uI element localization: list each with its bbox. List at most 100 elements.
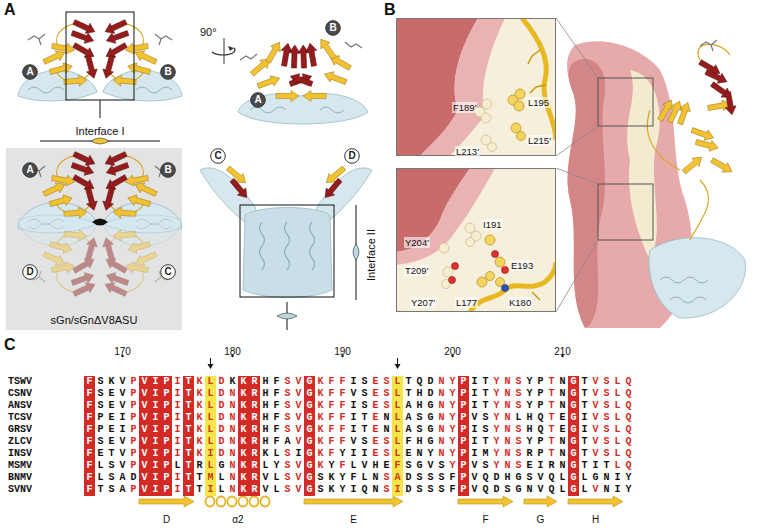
secondary-structure-part-part bbox=[239, 497, 248, 507]
residue: L bbox=[612, 400, 623, 412]
residue: F bbox=[392, 460, 403, 472]
residue: S bbox=[359, 436, 370, 448]
residue-label: I191 bbox=[482, 219, 503, 230]
chain-label: A bbox=[26, 66, 33, 78]
residue: A bbox=[392, 472, 403, 484]
chain-label: C bbox=[164, 266, 171, 278]
sequence-row-box: FSKVPVIPITKLDKKRHFSVGKFFISESLTQDNYPITYNS… bbox=[84, 370, 634, 388]
residue: K bbox=[106, 376, 117, 388]
residue: V bbox=[139, 388, 150, 400]
residue: N bbox=[502, 400, 513, 412]
zoom-inset-top-part bbox=[508, 89, 526, 141]
surface-structure-part-part bbox=[723, 91, 738, 116]
residue: E bbox=[524, 460, 535, 472]
residue: T bbox=[579, 376, 590, 388]
residue: V bbox=[469, 472, 480, 484]
residue: P bbox=[458, 412, 469, 424]
residue: D bbox=[403, 484, 414, 496]
residue: V bbox=[293, 460, 304, 472]
secondary-structure bbox=[139, 496, 623, 507]
residue: L bbox=[205, 400, 216, 412]
surface-structure-part bbox=[568, 59, 606, 328]
virus-name: BNMV bbox=[8, 472, 32, 483]
residue: T bbox=[183, 460, 194, 472]
residue: P bbox=[535, 436, 546, 448]
residue: Y bbox=[326, 460, 337, 472]
residue: S bbox=[601, 388, 612, 400]
residue: L bbox=[612, 376, 623, 388]
residue: L bbox=[95, 460, 106, 472]
rotated-view-part-part bbox=[288, 71, 313, 89]
residue: V bbox=[590, 400, 601, 412]
residue-label: E193 bbox=[510, 260, 534, 271]
tetramer-view bbox=[6, 148, 182, 330]
residue: V bbox=[260, 484, 271, 496]
residue: F bbox=[326, 424, 337, 436]
residue: L bbox=[205, 412, 216, 424]
residue: Q bbox=[535, 412, 546, 424]
residue: T bbox=[579, 448, 590, 460]
residue: I bbox=[150, 376, 161, 388]
residue: E bbox=[106, 388, 117, 400]
virus-name: TSWV bbox=[8, 376, 32, 387]
rotated-view-part-part bbox=[316, 36, 338, 61]
zoom-inset-bottom-part-part bbox=[443, 267, 453, 277]
residue: Q bbox=[623, 448, 634, 460]
residue: F bbox=[84, 448, 95, 460]
residue: Y bbox=[491, 424, 502, 436]
secondary-structure-part-part bbox=[206, 497, 215, 507]
residue: K bbox=[194, 412, 205, 424]
residue: Y bbox=[271, 460, 282, 472]
residue: P bbox=[161, 460, 172, 472]
residue: L bbox=[271, 472, 282, 484]
residue: L bbox=[205, 436, 216, 448]
structure-label: H bbox=[592, 514, 599, 525]
surface-structure-part-part bbox=[675, 101, 693, 126]
residue: P bbox=[161, 388, 172, 400]
residue: S bbox=[381, 400, 392, 412]
virus-name: CSNV bbox=[8, 388, 32, 399]
tetramer-view-part bbox=[6, 148, 182, 330]
zoom-inset-bottom-part-part bbox=[495, 257, 505, 267]
residue: G bbox=[425, 400, 436, 412]
residue: I bbox=[469, 400, 480, 412]
residue: D bbox=[491, 484, 502, 496]
residue: S bbox=[414, 472, 425, 484]
residue: F bbox=[326, 448, 337, 460]
side-view-part bbox=[240, 205, 334, 297]
rotated-view-part bbox=[279, 42, 320, 89]
zoom-inset-top-part-part bbox=[515, 89, 525, 99]
structure-label-box: H bbox=[592, 509, 599, 527]
chain-circle: A bbox=[22, 64, 38, 80]
residue: L bbox=[612, 424, 623, 436]
sequence-row: FLSADVIPITTMLNKRVLSVGSKYFLNSADSSSFPVQDHG… bbox=[84, 472, 634, 484]
interface-label: Interface I bbox=[76, 125, 125, 137]
residue: Q bbox=[359, 484, 370, 496]
residue: I bbox=[172, 472, 183, 484]
surface-structure-part-part bbox=[690, 125, 715, 143]
residue: S bbox=[282, 388, 293, 400]
residue: S bbox=[95, 400, 106, 412]
residue: R bbox=[194, 460, 205, 472]
residue: N bbox=[370, 472, 381, 484]
residue: D bbox=[425, 376, 436, 388]
residue: D bbox=[216, 436, 227, 448]
rotated-view-part-part bbox=[276, 91, 299, 102]
zoom-inset-bottom-part-part bbox=[502, 267, 509, 274]
residue: Q bbox=[414, 376, 425, 388]
residue: E bbox=[95, 448, 106, 460]
residue: N bbox=[502, 376, 513, 388]
residue-number: 190 bbox=[334, 346, 351, 357]
residue: H bbox=[414, 436, 425, 448]
residue: G bbox=[304, 388, 315, 400]
zoom-inset-bottom-part-part bbox=[502, 285, 509, 292]
rotation-label: 90° bbox=[200, 26, 217, 38]
residue: P bbox=[458, 424, 469, 436]
residue: F bbox=[337, 460, 348, 472]
residue: Q bbox=[623, 412, 634, 424]
residue: S bbox=[601, 424, 612, 436]
residue: F bbox=[84, 412, 95, 424]
residue: Y bbox=[491, 376, 502, 388]
residue: L bbox=[513, 412, 524, 424]
virus-name: TCSV bbox=[8, 412, 32, 423]
